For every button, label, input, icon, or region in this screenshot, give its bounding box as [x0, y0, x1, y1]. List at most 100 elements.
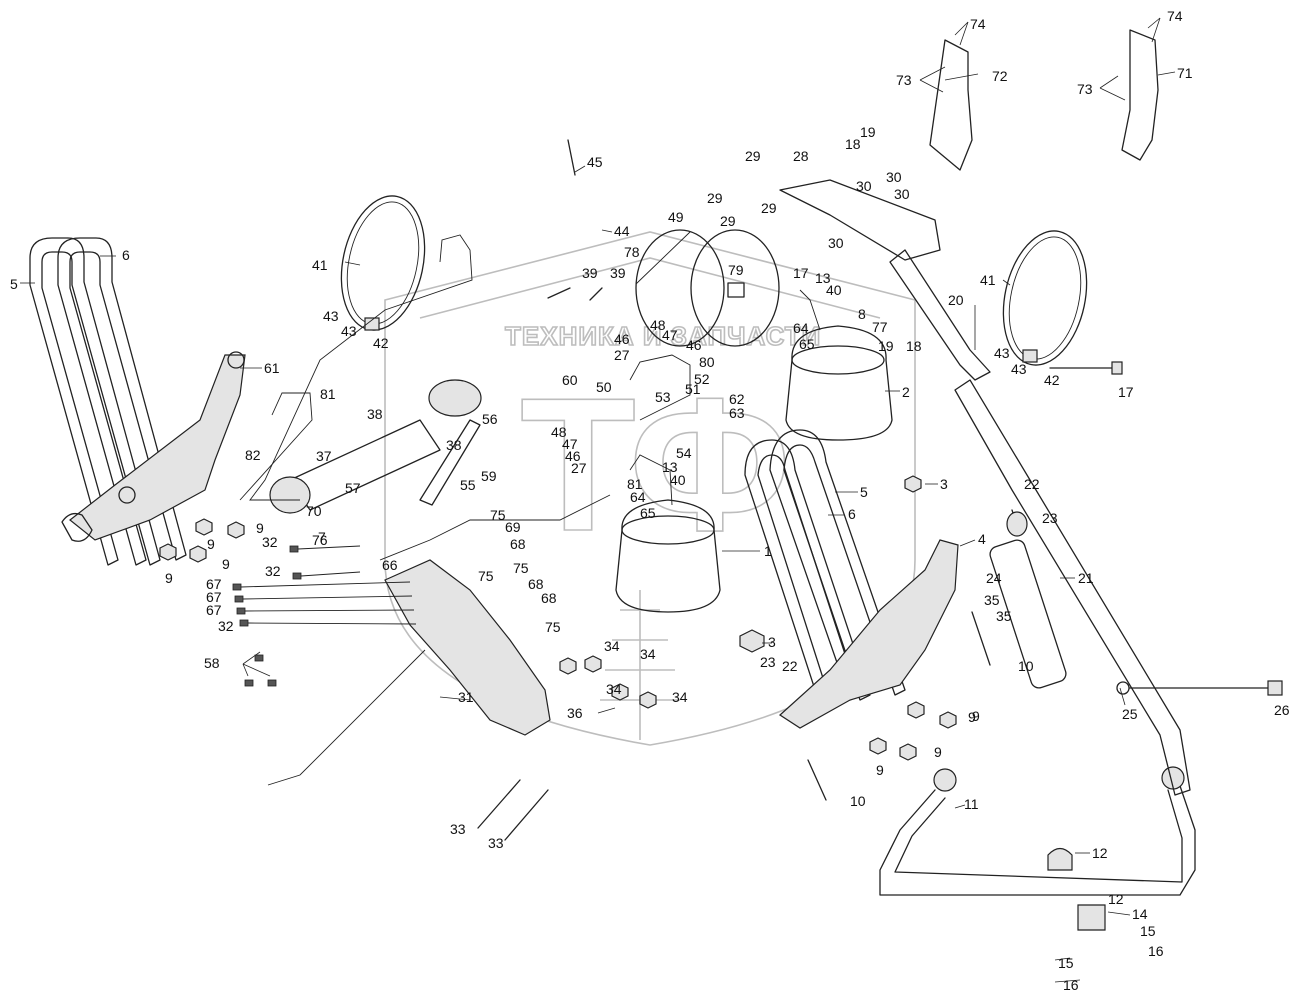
label-34: 34: [604, 638, 620, 654]
label-30: 30: [886, 169, 902, 185]
upper-link-arms: [779, 29, 1159, 381]
air-tank-rings: [340, 195, 1088, 366]
label-67: 67: [206, 602, 222, 618]
label-19: 19: [878, 338, 894, 354]
label-9: 9: [256, 520, 264, 536]
label-22: 22: [782, 658, 798, 674]
label-15: 15: [1058, 955, 1074, 971]
label-48: 48: [650, 317, 666, 333]
label-15: 15: [1140, 923, 1156, 939]
label-9: 9: [207, 536, 215, 552]
label-17: 17: [793, 265, 809, 281]
label-81: 81: [320, 386, 336, 402]
label-32: 32: [218, 618, 234, 634]
label-9: 9: [222, 556, 230, 572]
label-19: 19: [860, 124, 876, 140]
label-6: 6: [848, 506, 856, 522]
label-25: 25: [1122, 706, 1138, 722]
label-1: 1: [764, 543, 772, 559]
label-63: 63: [729, 405, 745, 421]
label-74: 74: [970, 16, 986, 32]
label-48: 48: [551, 424, 567, 440]
watermark: ТЕХНИКА И ЗАПЧАСТИ ТФ: [384, 231, 916, 746]
right-long-link: [954, 379, 1191, 796]
label-43: 43: [341, 323, 357, 339]
label-46: 46: [686, 337, 702, 353]
label-4: 4: [978, 531, 986, 547]
label-78: 78: [624, 244, 640, 260]
label-43: 43: [1011, 361, 1027, 377]
label-64: 64: [793, 320, 809, 336]
label-53: 53: [655, 389, 671, 405]
label-61: 61: [264, 360, 280, 376]
label-29: 29: [707, 190, 723, 206]
label-2: 2: [902, 384, 910, 400]
label-10: 10: [850, 793, 866, 809]
label-9: 9: [968, 709, 976, 725]
label-23: 23: [1042, 510, 1058, 526]
label-81: 81: [627, 476, 643, 492]
label-11: 11: [964, 796, 979, 812]
label-32: 32: [265, 563, 281, 579]
anti-roll-bar: [879, 766, 1196, 931]
label-14: 14: [1132, 906, 1148, 922]
label-33: 33: [488, 835, 504, 851]
label-55: 55: [460, 477, 476, 493]
label-67: 67: [206, 589, 222, 605]
label-29: 29: [745, 148, 761, 164]
label-59: 59: [481, 468, 497, 484]
label-16: 16: [1063, 977, 1079, 993]
label-45: 45: [587, 154, 603, 170]
left-lower-arm: [269, 379, 551, 736]
label-31: 31: [458, 689, 474, 705]
label-49: 49: [668, 209, 684, 225]
label-5: 5: [860, 484, 868, 500]
air-lines: [239, 234, 821, 786]
label-70: 70: [306, 503, 322, 519]
label-77: 77: [872, 319, 888, 335]
label-23: 23: [760, 654, 776, 670]
label-7: 7: [318, 529, 326, 545]
label-76: 76: [312, 532, 328, 548]
label-32: 32: [262, 534, 278, 550]
label-72: 72: [992, 68, 1008, 84]
air-reservoirs: [635, 229, 780, 347]
label-3: 3: [940, 476, 948, 492]
label-47: 47: [662, 327, 678, 343]
label-26: 26: [1274, 702, 1290, 718]
label-73: 73: [896, 72, 912, 88]
label-47: 47: [562, 436, 578, 452]
label-9: 9: [165, 570, 173, 586]
label-75: 75: [490, 507, 506, 523]
label-54: 54: [676, 445, 692, 461]
label-60: 60: [562, 372, 578, 388]
label-16: 16: [1148, 943, 1164, 959]
label-8: 8: [858, 306, 866, 322]
label-35: 35: [996, 608, 1012, 624]
label-68: 68: [528, 576, 544, 592]
label-58: 58: [204, 655, 220, 671]
label-74: 74: [1167, 8, 1183, 24]
label-46: 46: [565, 448, 581, 464]
label-21: 21: [1078, 570, 1094, 586]
label-64: 64: [630, 489, 646, 505]
left-axle-bracket: [61, 351, 246, 542]
label-73: 73: [1077, 81, 1093, 97]
label-9: 9: [972, 708, 980, 724]
label-12: 12: [1092, 845, 1108, 861]
label-13: 13: [815, 270, 831, 286]
label-37: 37: [316, 448, 332, 464]
label-34: 34: [606, 681, 622, 697]
label-5: 5: [10, 276, 18, 292]
label-20: 20: [948, 292, 964, 308]
left-leaf-springs: [29, 237, 187, 566]
label-71: 71: [1177, 65, 1193, 81]
label-22: 22: [1024, 476, 1040, 492]
label-28: 28: [793, 148, 809, 164]
watermark-logo: ТФ: [520, 359, 791, 571]
label-38: 38: [446, 437, 462, 453]
label-41: 41: [980, 272, 996, 288]
long-bolts: [477, 139, 1283, 841]
label-56: 56: [482, 411, 498, 427]
